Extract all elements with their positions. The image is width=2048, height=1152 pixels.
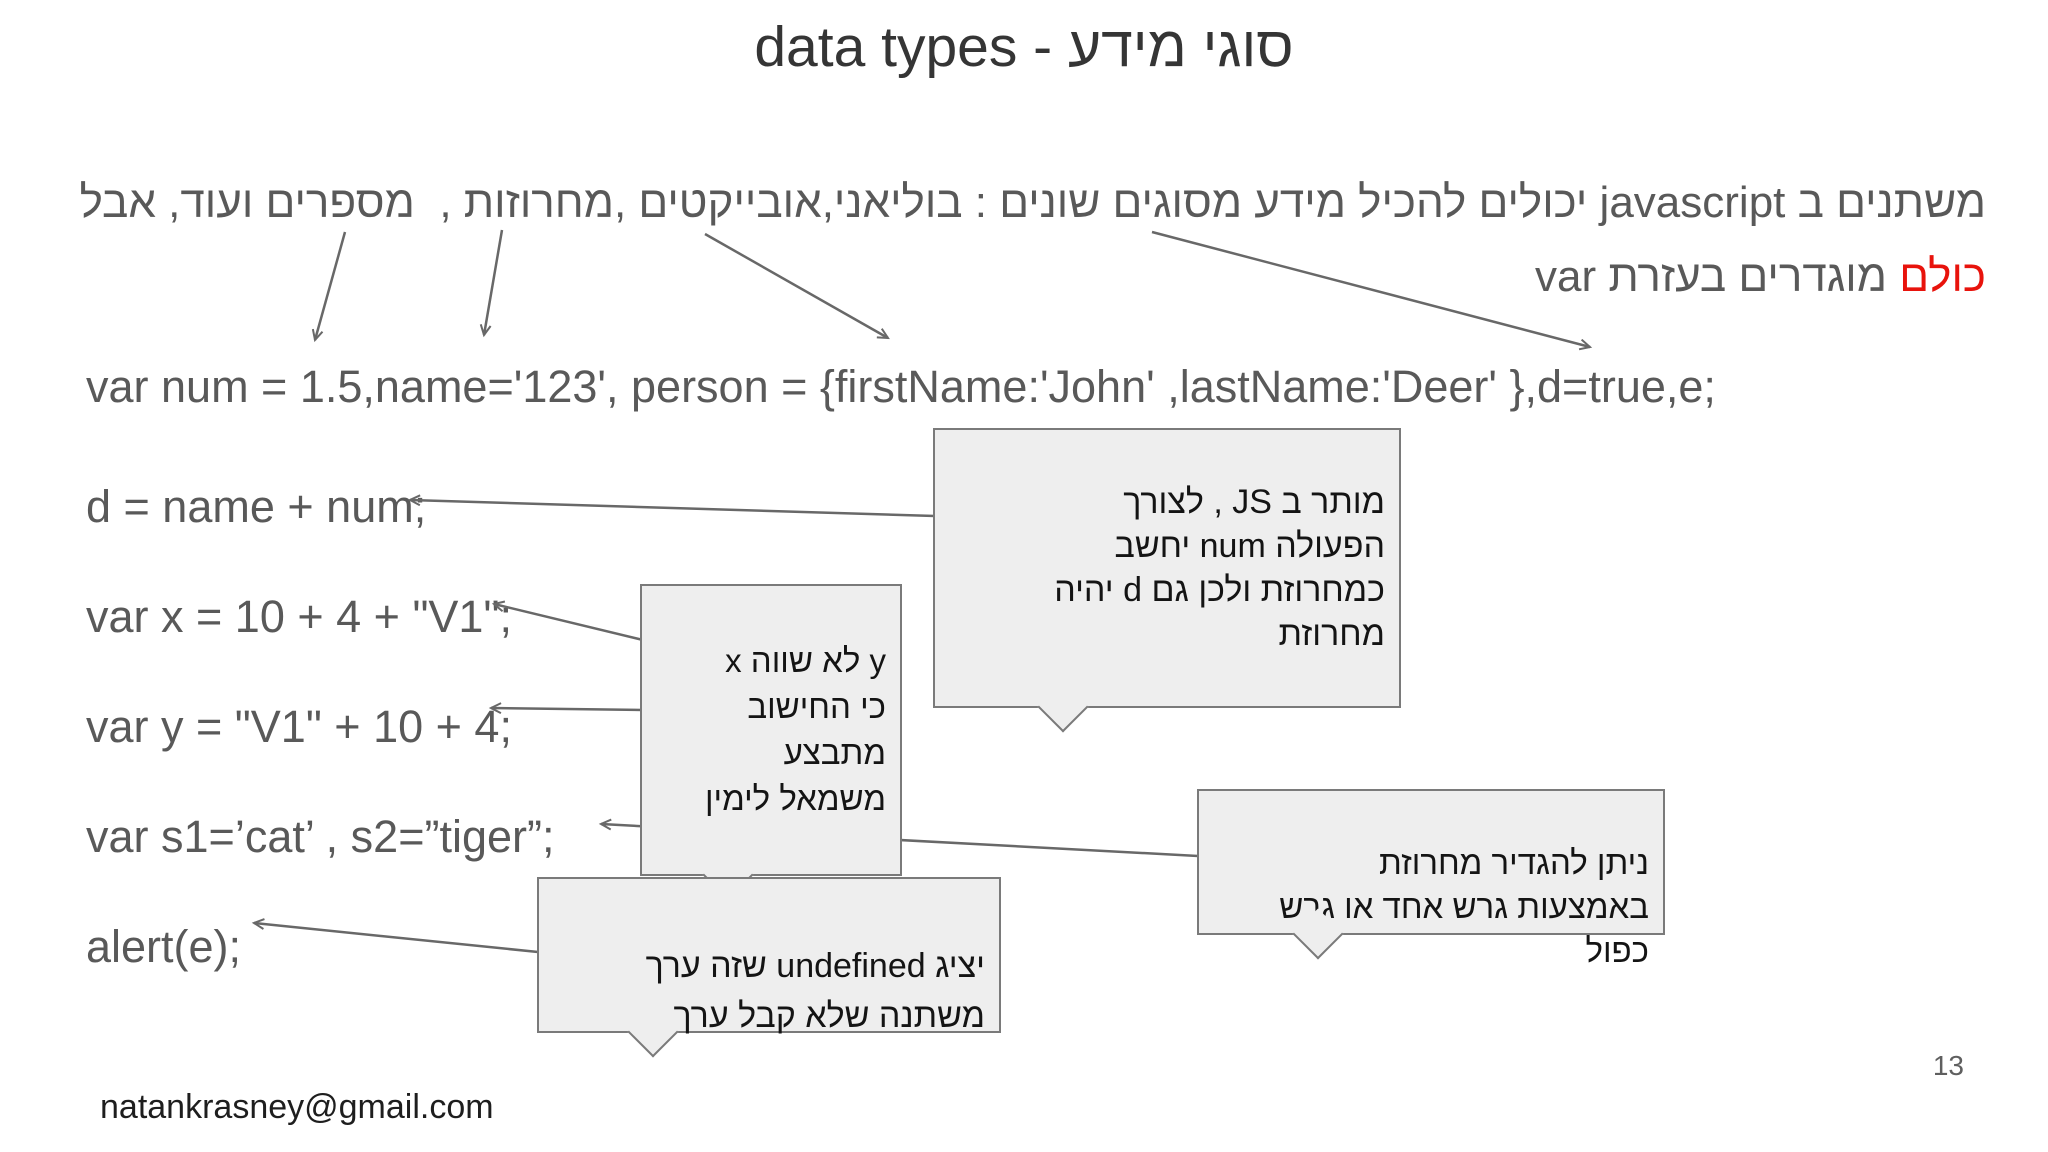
code-line-alert: alert(e); (86, 921, 242, 972)
intro-line2-rest: מוגדרים בעזרת var (1534, 252, 1900, 301)
callout-undefined: יציג undefined שזה ערך משתנה שלא קבל ערך (537, 877, 1001, 1058)
footer-email: natankrasney@gmail.com (100, 1088, 494, 1126)
code-line-concat: d = name + num; (86, 481, 427, 532)
arrow-to-boolean-literal (1151, 230, 1593, 351)
callout-quotes: ניתן להגדיר מחרוזת באמצעות גרש אחד או גר… (1197, 789, 1665, 969)
arrow-to-number-literal (311, 231, 347, 343)
arrow-to-string-literal (479, 229, 504, 338)
page-number: 13 (1932, 1050, 1964, 1081)
intro-highlight-word: כולם (1899, 252, 1986, 301)
slide-title: סוגי מידע - data types (754, 15, 1294, 79)
callout-quotes-text: ניתן להגדיר מחרוזת באמצעות גרש אחד או גר… (1279, 844, 1649, 969)
arrow-xy-callout-to-x (491, 600, 644, 642)
callout-string-coercion: מותר ב JS , לצורך הפעולה num יחשב כמחרוז… (933, 428, 1401, 733)
code-line-strings: var s1=’cat’ , s2=”tiger”; (86, 811, 555, 862)
callout-xy-not-equal-text: y לא שווה x כי החישוב מתבצע משמאל לימין (704, 642, 886, 817)
arrow-to-object-literal (704, 232, 890, 340)
callout-string-coercion-text: מותר ב JS , לצורך הפעולה num יחשב כמחרוז… (1054, 483, 1385, 653)
callout-undefined-text: יציג undefined שזה ערך משתנה שלא קבל ערך (645, 947, 985, 1035)
intro-paragraph: משתנים ב javascript יכולים להכיל מידע מס… (72, 166, 1986, 314)
arrow-xy-callout-to-y (488, 702, 644, 715)
code-line-var-y: var y = "V1" + 10 + 4; (86, 701, 512, 752)
code-line-var-declarations: var num = 1.5,name='123', person = {firs… (86, 361, 1716, 412)
callout-xy-not-equal: y לא שווה x כי החישוב מתבצע משמאל לימין (640, 584, 902, 901)
code-line-var-x: var x = 10 + 4 + "V1"; (86, 591, 512, 642)
arrow-coercion-callout (407, 494, 936, 518)
intro-line1: משתנים ב javascript יכולים להכיל מידע מס… (79, 178, 1986, 227)
arrow-undefined-callout (251, 918, 539, 954)
